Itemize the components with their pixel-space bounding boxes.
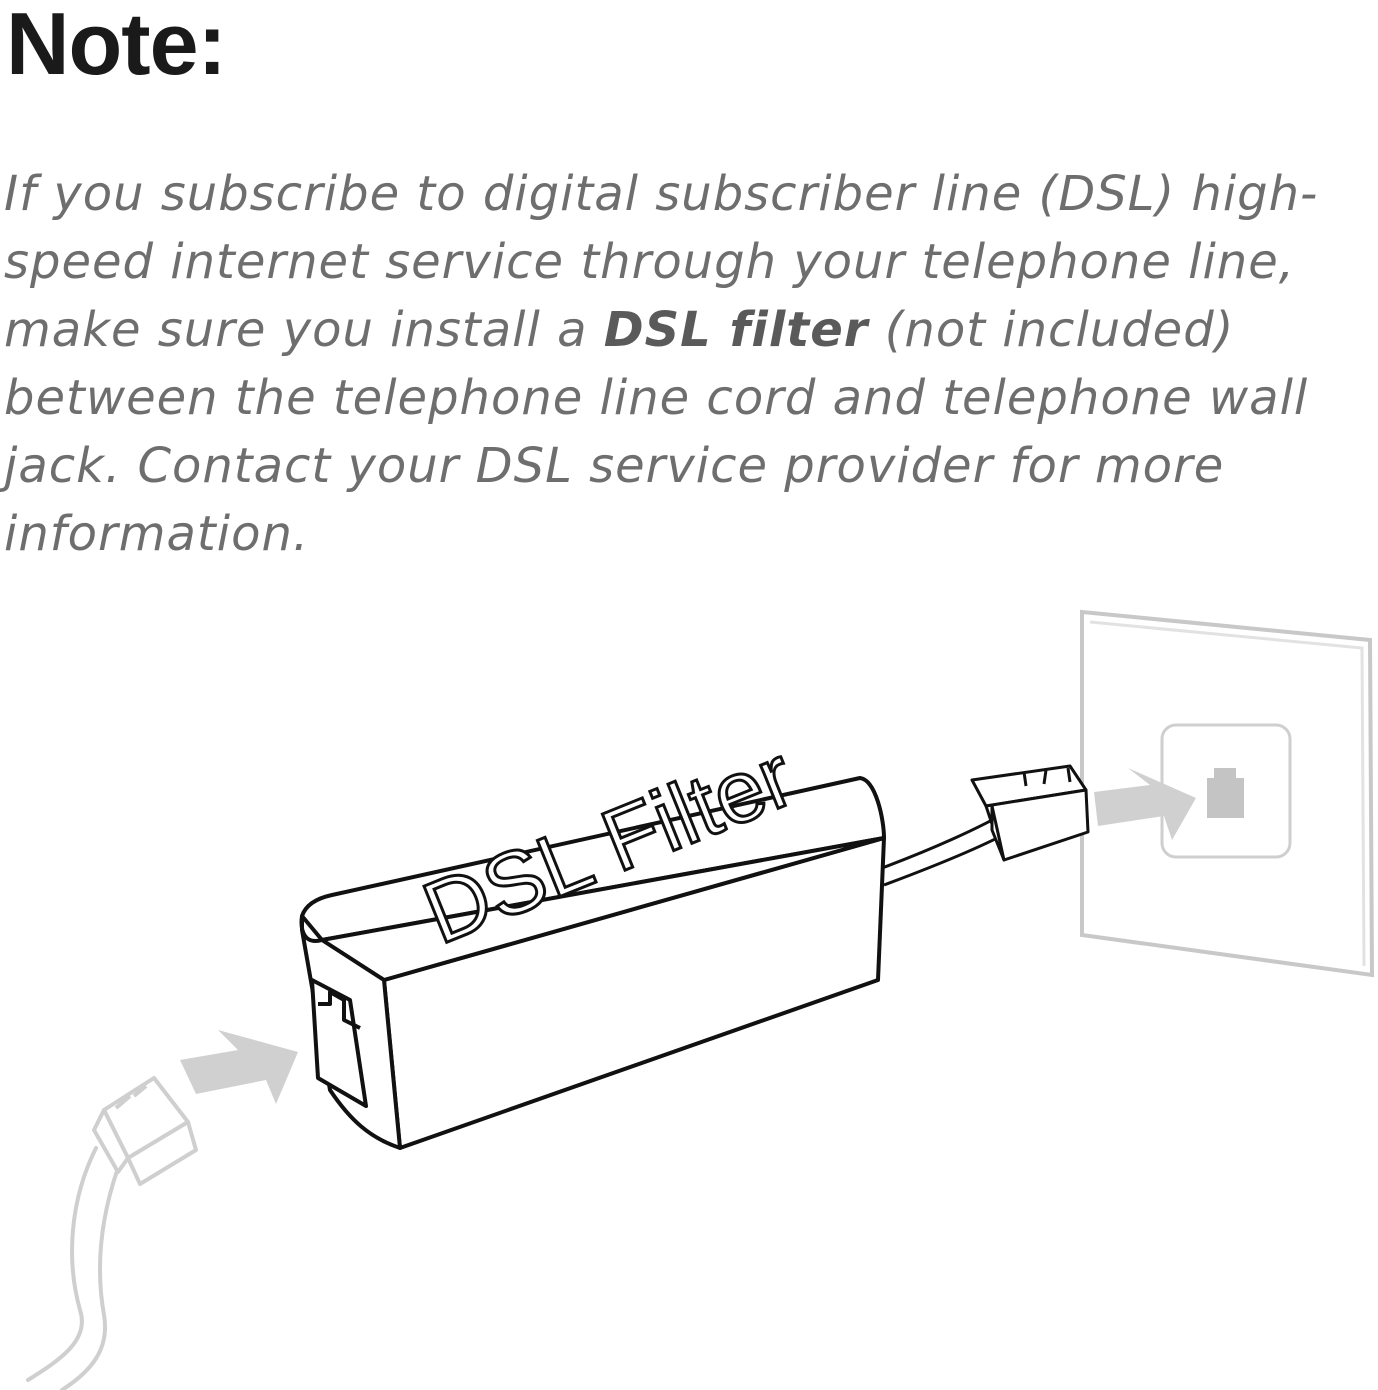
- wall-jack-icon: [1160, 723, 1292, 859]
- dsl-filter-illustration: DSL Filter: [26, 609, 1375, 1390]
- arrow-right-icon: [180, 1030, 298, 1104]
- telephone-cord: [26, 1146, 120, 1390]
- arrow-right-icon: [1094, 768, 1196, 840]
- note-heading: Note:: [6, 0, 227, 93]
- note-text: If you subscribe to digital subscriber l…: [4, 160, 1374, 568]
- dsl-filter-emphasis: DSL filter: [603, 302, 869, 358]
- telephone-plug-icon: [970, 764, 1090, 862]
- note-text-part1: If you subscribe to digital subscriber l…: [4, 166, 1319, 358]
- note-text-part2: (not included) between the telephone lin…: [4, 302, 1309, 562]
- dsl-filter-box-icon: [299, 776, 886, 1150]
- ghost-plug-icon: [92, 1076, 198, 1186]
